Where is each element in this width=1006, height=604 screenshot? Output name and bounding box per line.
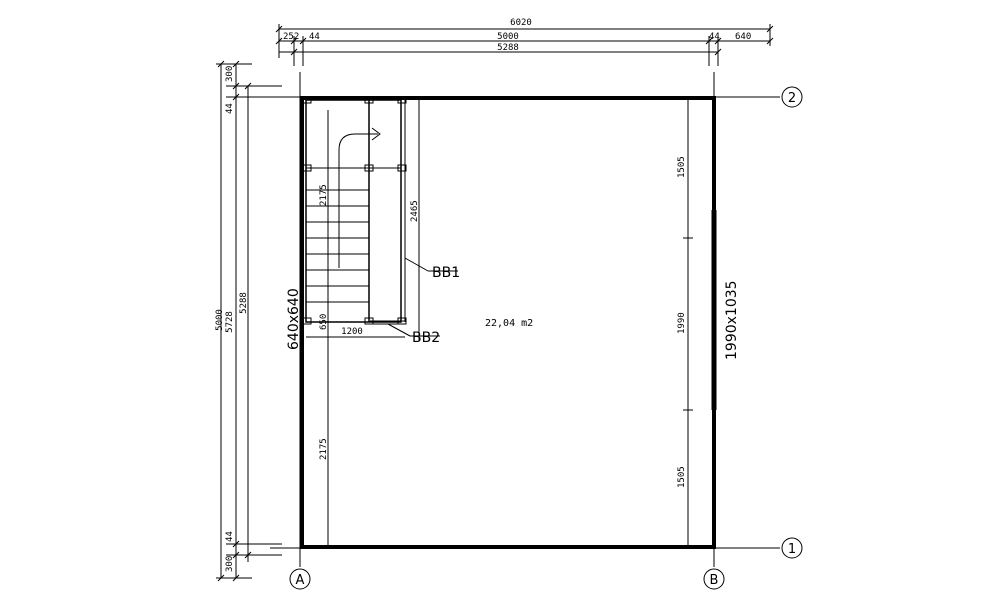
dim-top-right-wall: 44 xyxy=(709,32,720,42)
grid-label-1: 1 xyxy=(788,542,796,557)
grid-label-2: 2 xyxy=(788,91,796,106)
staircase xyxy=(302,96,420,547)
beam-bb1-label: BB1 xyxy=(432,265,460,281)
dim-stair-width: 1200 xyxy=(341,327,363,337)
dim-right-lower: 1505 xyxy=(677,466,687,488)
dim-stair-run: 2465 xyxy=(410,200,420,222)
window-right-label: 1990x1035 xyxy=(724,280,740,360)
dim-left-top-overhang: 300 xyxy=(225,66,235,82)
grid-label-b: B xyxy=(710,573,719,588)
grid-label-a: A xyxy=(296,573,305,588)
dim-stair-landing: 650 xyxy=(319,314,329,330)
dim-left-bottom-overhang: 300 xyxy=(225,556,235,572)
left-dimension-chain: 5728 5000 5288 300 44 44 300 xyxy=(215,60,282,582)
dim-stair-lower: 2175 xyxy=(319,438,329,460)
dim-top-outer: 5288 xyxy=(497,43,519,53)
dim-top-total: 6020 xyxy=(510,18,532,28)
beam-bb2-label: BB2 xyxy=(412,330,440,346)
dim-right-mid: 1990 xyxy=(677,312,687,334)
window-left-label: 640x640 xyxy=(286,288,302,350)
dim-left-total: 5728 xyxy=(225,311,235,333)
grid-bubble-b xyxy=(703,568,725,590)
grid-bubble-2 xyxy=(781,86,803,108)
dim-top-right-overhang: 640 xyxy=(735,32,751,42)
dim-top-left-overhang: 252 xyxy=(283,32,299,42)
dim-left-bottom-wall: 44 xyxy=(225,531,235,542)
room-area-label: 22,04 m2 xyxy=(485,318,533,329)
top-dimension-chain: 6020 252 44 5000 44 640 5288 xyxy=(275,18,774,66)
dim-top-left-wall: 44 xyxy=(309,32,320,42)
dim-left-outer: 5288 xyxy=(239,292,249,314)
plan-labels: 22,04 m2 BB1 BB2 640x640 1990x1035 xyxy=(286,257,740,360)
dim-stair-upper: 2175 xyxy=(319,184,329,206)
grid-bubble-a xyxy=(289,568,311,590)
interior-dimensions: 2175 2175 2465 650 1200 1505 1990 1505 xyxy=(319,98,693,547)
dim-top-inner: 5000 xyxy=(497,32,519,42)
dim-right-upper: 1505 xyxy=(677,156,687,178)
outer-walls xyxy=(300,96,717,549)
dim-left-top-wall: 44 xyxy=(225,103,235,114)
dim-left-inner: 5000 xyxy=(215,309,225,331)
grid-bubble-1 xyxy=(781,537,803,559)
